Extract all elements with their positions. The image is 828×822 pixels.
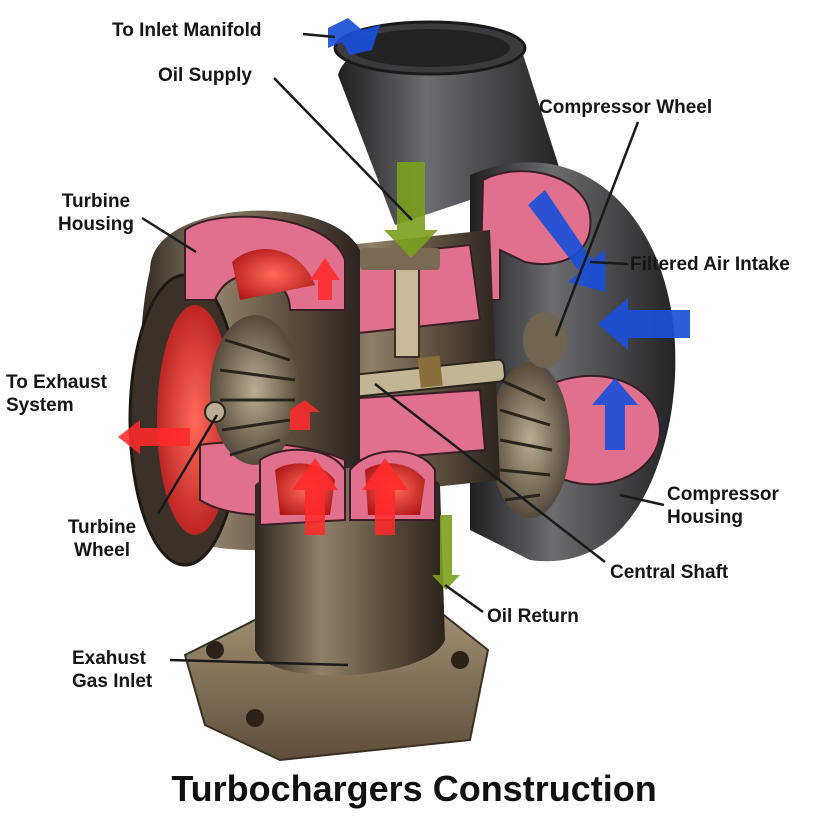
label-compressor-housing-line1: Compressor (667, 484, 779, 505)
leader-exhaust-gas-inlet (169, 658, 349, 667)
leader-lines (141, 32, 665, 667)
label-oil-supply: Oil Supply (158, 65, 252, 86)
air-up-arrow (592, 378, 638, 450)
label-to-exhaust-system-line2: System (6, 395, 74, 416)
turbine-swirl-arrow-mid (290, 400, 320, 430)
leader-turbine-housing (141, 216, 197, 254)
leader-oil-return (444, 583, 484, 614)
label-to-inlet-manifold: To Inlet Manifold (112, 20, 262, 41)
label-to-exhaust-system-line1: To Exhaust (6, 372, 107, 393)
exhaust-inlet-flange (183, 448, 490, 762)
air-compressed-arrow (528, 190, 605, 292)
gas-inlet-arrow-right (362, 458, 408, 535)
leader-compressor-wheel (554, 121, 640, 337)
leader-oil-supply (273, 77, 413, 221)
leader-turbine-wheel (156, 414, 219, 515)
air-arrows (328, 18, 690, 450)
label-turbine-housing-line1: Turbine (61, 191, 131, 212)
hot-gas-arrows (118, 258, 408, 535)
turbine-wheel (204, 315, 300, 465)
oil-arrows (384, 162, 460, 590)
oil-return-arrow (432, 515, 460, 590)
air-intake-arrow (598, 298, 690, 350)
label-oil-return: Oil Return (487, 606, 579, 627)
label-compressor-wheel: Compressor Wheel (539, 97, 713, 118)
exhaust-out-arrow (118, 420, 190, 454)
label-compressor-housing-line2: Housing (667, 507, 743, 528)
compressor-outlet-pipe (333, 20, 560, 225)
label-compressor-housing: Compressor Housing (667, 483, 779, 529)
gas-inlet-arrow-left (292, 458, 338, 535)
label-turbine-housing: Turbine Housing (46, 190, 146, 236)
to-manifold-arrow (328, 18, 380, 55)
oil-supply-arrow (384, 162, 438, 258)
diagram-title: Turbochargers Construction (171, 768, 657, 809)
label-filtered-air-intake: Filtered Air Intake (630, 254, 790, 275)
label-central-shaft: Central Shaft (610, 562, 729, 583)
leader-compressor-housing (619, 493, 665, 507)
label-to-exhaust-system: To Exhaust System (6, 371, 107, 417)
leader-filtered-air-intake (589, 260, 629, 266)
leader-to-inlet-manifold (302, 32, 336, 39)
label-exhaust-gas-inlet-line2: Gas Inlet (72, 671, 153, 692)
compressor-wheel (490, 312, 570, 518)
turbine-swirl-arrow-top (310, 258, 340, 300)
label-turbine-wheel-line1: Turbine (67, 517, 137, 538)
label-exhaust-gas-inlet-line1: Exahust (72, 648, 146, 669)
leader-central-shaft (374, 383, 606, 563)
label-turbine-wheel-line2: Wheel (74, 540, 130, 561)
label-exhaust-gas-inlet: Exahust Gas Inlet (72, 647, 152, 693)
label-turbine-wheel: Turbine Wheel (54, 516, 150, 562)
label-turbine-housing-line2: Housing (58, 214, 134, 235)
